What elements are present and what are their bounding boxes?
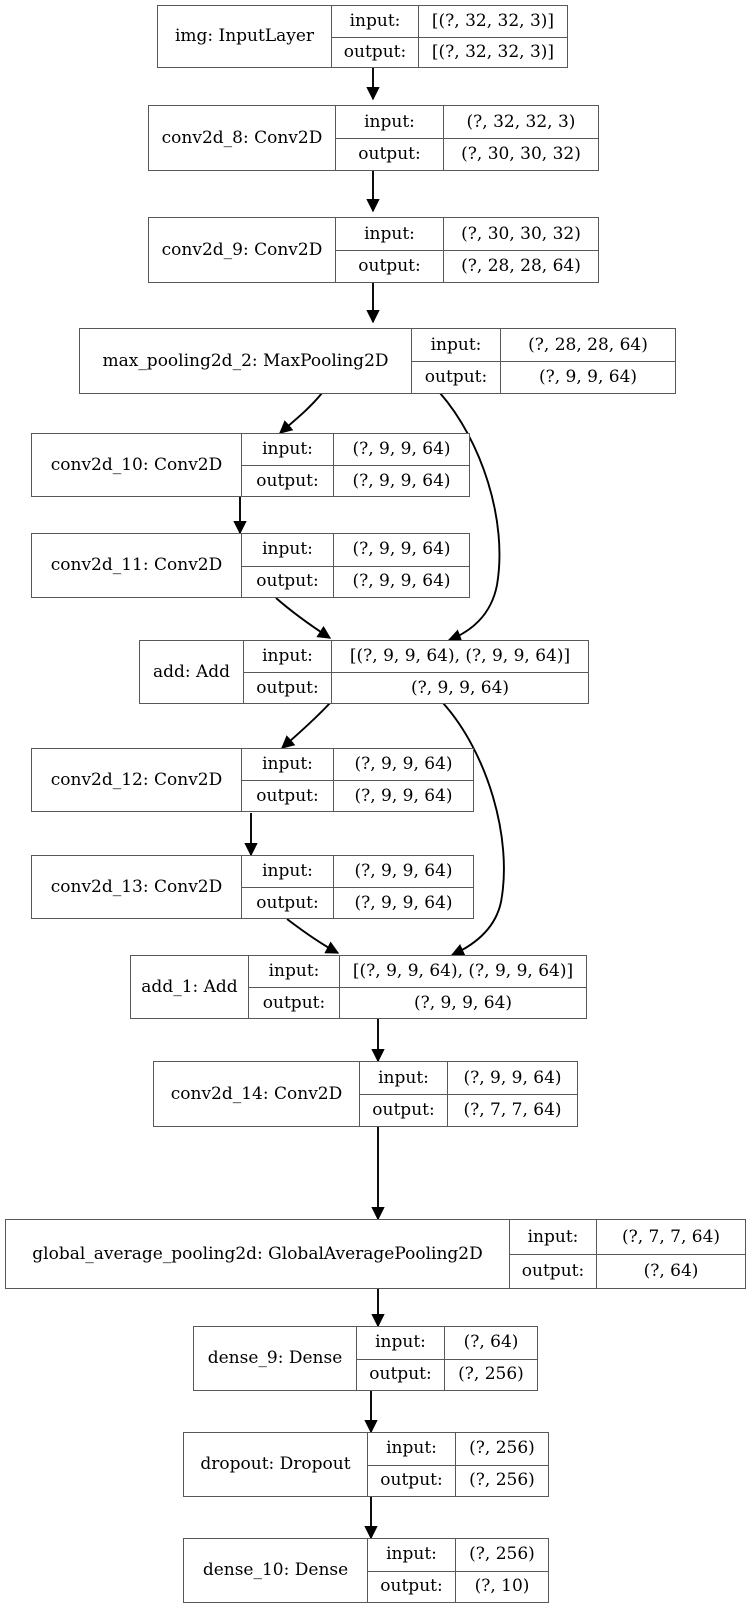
node-add-output-label: output: — [244, 672, 331, 703]
node-dropout-label: dropout: Dropout — [200, 1454, 351, 1475]
node-conv2d_10-input-label: input: — [262, 439, 313, 460]
node-conv2d_9-label: conv2d_9: Conv2D — [161, 239, 323, 260]
node-global_average_pooling2d-output-label: output: — [510, 1254, 596, 1288]
node-add-input-label: input: — [262, 646, 313, 667]
node-max_pooling2d_2[interactable]: max_pooling2d_2: MaxPooling2D input: out… — [79, 328, 676, 394]
node-conv2d_13-label: conv2d_13: Conv2D — [50, 876, 223, 897]
node-conv2d_11[interactable]: conv2d_11: Conv2D input: output: (?, 9, … — [31, 533, 470, 598]
node-conv2d_10[interactable]: conv2d_10: Conv2D input: output: (?, 9, … — [31, 433, 470, 497]
node-dense_9-label: dense_9: Dense — [207, 1348, 343, 1369]
node-dense_10-input-label: input: — [386, 1544, 437, 1565]
node-conv2d_8[interactable]: conv2d_8: Conv2D input: output: (?, 32, … — [148, 105, 599, 171]
node-conv2d_11-output-shape: (?, 9, 9, 64) — [334, 565, 469, 598]
node-max_pooling2d_2-output-label: output: — [412, 361, 500, 393]
node-dense_9-input-shape: (?, 64) — [463, 1332, 519, 1353]
node-dropout-output-shape: (?, 256) — [456, 1464, 548, 1497]
node-dense_10-input-shape: (?, 256) — [469, 1544, 535, 1565]
node-conv2d_11-input-label: input: — [262, 539, 313, 560]
node-conv2d_14-output-label: output: — [360, 1094, 447, 1126]
node-img-output-shape: [(?, 32, 32, 3)] — [419, 36, 567, 68]
node-global_average_pooling2d[interactable]: global_average_pooling2d: GlobalAverageP… — [5, 1219, 746, 1289]
node-conv2d_9-output-label: output: — [336, 250, 443, 282]
edge-add-to-conv2d_12 — [280, 702, 331, 749]
node-global_average_pooling2d-output-shape: (?, 64) — [597, 1254, 745, 1288]
node-add-label: add: Add — [152, 661, 231, 682]
node-global_average_pooling2d-input-shape: (?, 7, 7, 64) — [621, 1226, 721, 1247]
node-conv2d_9-input-label: input: — [364, 223, 415, 244]
node-add_1-output-label: output: — [249, 987, 339, 1018]
node-conv2d_8-label: conv2d_8: Conv2D — [161, 127, 323, 148]
node-max_pooling2d_2-label: max_pooling2d_2: MaxPooling2D — [102, 350, 389, 371]
node-global_average_pooling2d-input-label: input: — [527, 1226, 579, 1247]
node-conv2d_8-output-shape: (?, 30, 30, 32) — [444, 138, 598, 170]
node-conv2d_11-output-label: output: — [242, 565, 333, 598]
node-conv2d_12[interactable]: conv2d_12: Conv2D input: output: (?, 9, … — [31, 748, 474, 812]
node-dropout-input-shape: (?, 256) — [469, 1438, 535, 1459]
node-conv2d_12-output-label: output: — [242, 780, 333, 811]
node-conv2d_8-input-shape: (?, 32, 32, 3) — [466, 111, 576, 132]
node-dense_9-output-shape: (?, 256) — [445, 1358, 537, 1391]
node-img-output-label: output: — [332, 36, 418, 68]
edge-max_pooling2d_2-to-add — [439, 392, 501, 642]
node-conv2d_13-output-shape: (?, 9, 9, 64) — [334, 887, 473, 918]
node-conv2d_14[interactable]: conv2d_14: Conv2D input: output: (?, 9, … — [153, 1061, 578, 1127]
node-img-label: img: InputLayer — [174, 26, 315, 47]
node-global_average_pooling2d-label: global_average_pooling2d: GlobalAverageP… — [32, 1243, 483, 1264]
node-img-input-shape: [(?, 32, 32, 3)] — [431, 10, 555, 31]
node-conv2d_14-output-shape: (?, 7, 7, 64) — [448, 1094, 577, 1126]
node-add-output-shape: (?, 9, 9, 64) — [332, 672, 588, 703]
node-conv2d_10-output-shape: (?, 9, 9, 64) — [334, 465, 469, 496]
node-add_1-input-label: input: — [268, 961, 320, 982]
node-conv2d_14-label: conv2d_14: Conv2D — [170, 1083, 343, 1104]
node-dropout-output-label: output: — [368, 1464, 455, 1497]
node-conv2d_12-input-label: input: — [262, 754, 313, 775]
edge-max_pooling2d_2-to-conv2d_10 — [278, 392, 323, 434]
node-max_pooling2d_2-input-label: input: — [430, 334, 482, 355]
node-conv2d_13-input-label: input: — [262, 861, 313, 882]
node-add[interactable]: add: Add input: output: [(?, 9, 9, 64), … — [139, 640, 589, 704]
node-dense_10-label: dense_10: Dense — [202, 1560, 349, 1581]
node-img-input-label: input: — [349, 10, 401, 31]
node-add-input-shape: [(?, 9, 9, 64), (?, 9, 9, 64)] — [349, 646, 571, 667]
node-conv2d_12-output-shape: (?, 9, 9, 64) — [334, 780, 473, 811]
node-conv2d_13[interactable]: conv2d_13: Conv2D input: output: (?, 9, … — [31, 855, 474, 919]
node-max_pooling2d_2-output-shape: (?, 9, 9, 64) — [501, 361, 675, 393]
node-conv2d_12-input-shape: (?, 9, 9, 64) — [354, 754, 453, 775]
node-conv2d_9[interactable]: conv2d_9: Conv2D input: output: (?, 30, … — [148, 217, 599, 283]
node-conv2d_10-output-label: output: — [242, 465, 333, 496]
node-conv2d_14-input-label: input: — [378, 1067, 429, 1088]
node-dense_10-output-shape: (?, 10) — [456, 1570, 548, 1603]
node-conv2d_11-label: conv2d_11: Conv2D — [50, 555, 223, 576]
node-add_1-input-shape: [(?, 9, 9, 64), (?, 9, 9, 64)] — [352, 961, 574, 982]
node-conv2d_13-output-label: output: — [242, 887, 333, 918]
node-dropout[interactable]: dropout: Dropout input: output: (?, 256)… — [183, 1432, 549, 1497]
node-img[interactable]: img: InputLayer input: output: [(?, 32, … — [157, 5, 568, 68]
node-add_1-label: add_1: Add — [141, 976, 238, 997]
node-dense_10-output-label: output: — [368, 1570, 455, 1603]
node-dense_9-output-label: output: — [357, 1358, 444, 1391]
node-conv2d_10-label: conv2d_10: Conv2D — [50, 454, 223, 475]
node-max_pooling2d_2-input-shape: (?, 28, 28, 64) — [528, 334, 648, 355]
node-conv2d_10-input-shape: (?, 9, 9, 64) — [352, 439, 451, 460]
edge-conv2d_11-to-add — [275, 597, 332, 639]
node-conv2d_13-input-shape: (?, 9, 9, 64) — [354, 861, 453, 882]
edge-conv2d_13-to-add_1 — [286, 918, 340, 954]
node-add_1[interactable]: add_1: Add input: output: [(?, 9, 9, 64)… — [130, 955, 587, 1019]
node-conv2d_9-output-shape: (?, 28, 28, 64) — [444, 250, 598, 282]
node-dense_9-input-label: input: — [375, 1332, 426, 1353]
node-dense_9[interactable]: dense_9: Dense input: output: (?, 64) (?… — [193, 1326, 538, 1391]
node-dense_10[interactable]: dense_10: Dense input: output: (?, 256) … — [183, 1538, 549, 1603]
node-conv2d_12-label: conv2d_12: Conv2D — [50, 769, 223, 790]
node-add_1-output-shape: (?, 9, 9, 64) — [340, 987, 586, 1018]
node-conv2d_9-input-shape: (?, 30, 30, 32) — [461, 223, 581, 244]
node-conv2d_8-input-label: input: — [364, 111, 415, 132]
node-dropout-input-label: input: — [386, 1438, 437, 1459]
node-conv2d_8-output-label: output: — [336, 138, 443, 170]
node-conv2d_11-input-shape: (?, 9, 9, 64) — [352, 539, 451, 560]
node-conv2d_14-input-shape: (?, 9, 9, 64) — [463, 1067, 562, 1088]
